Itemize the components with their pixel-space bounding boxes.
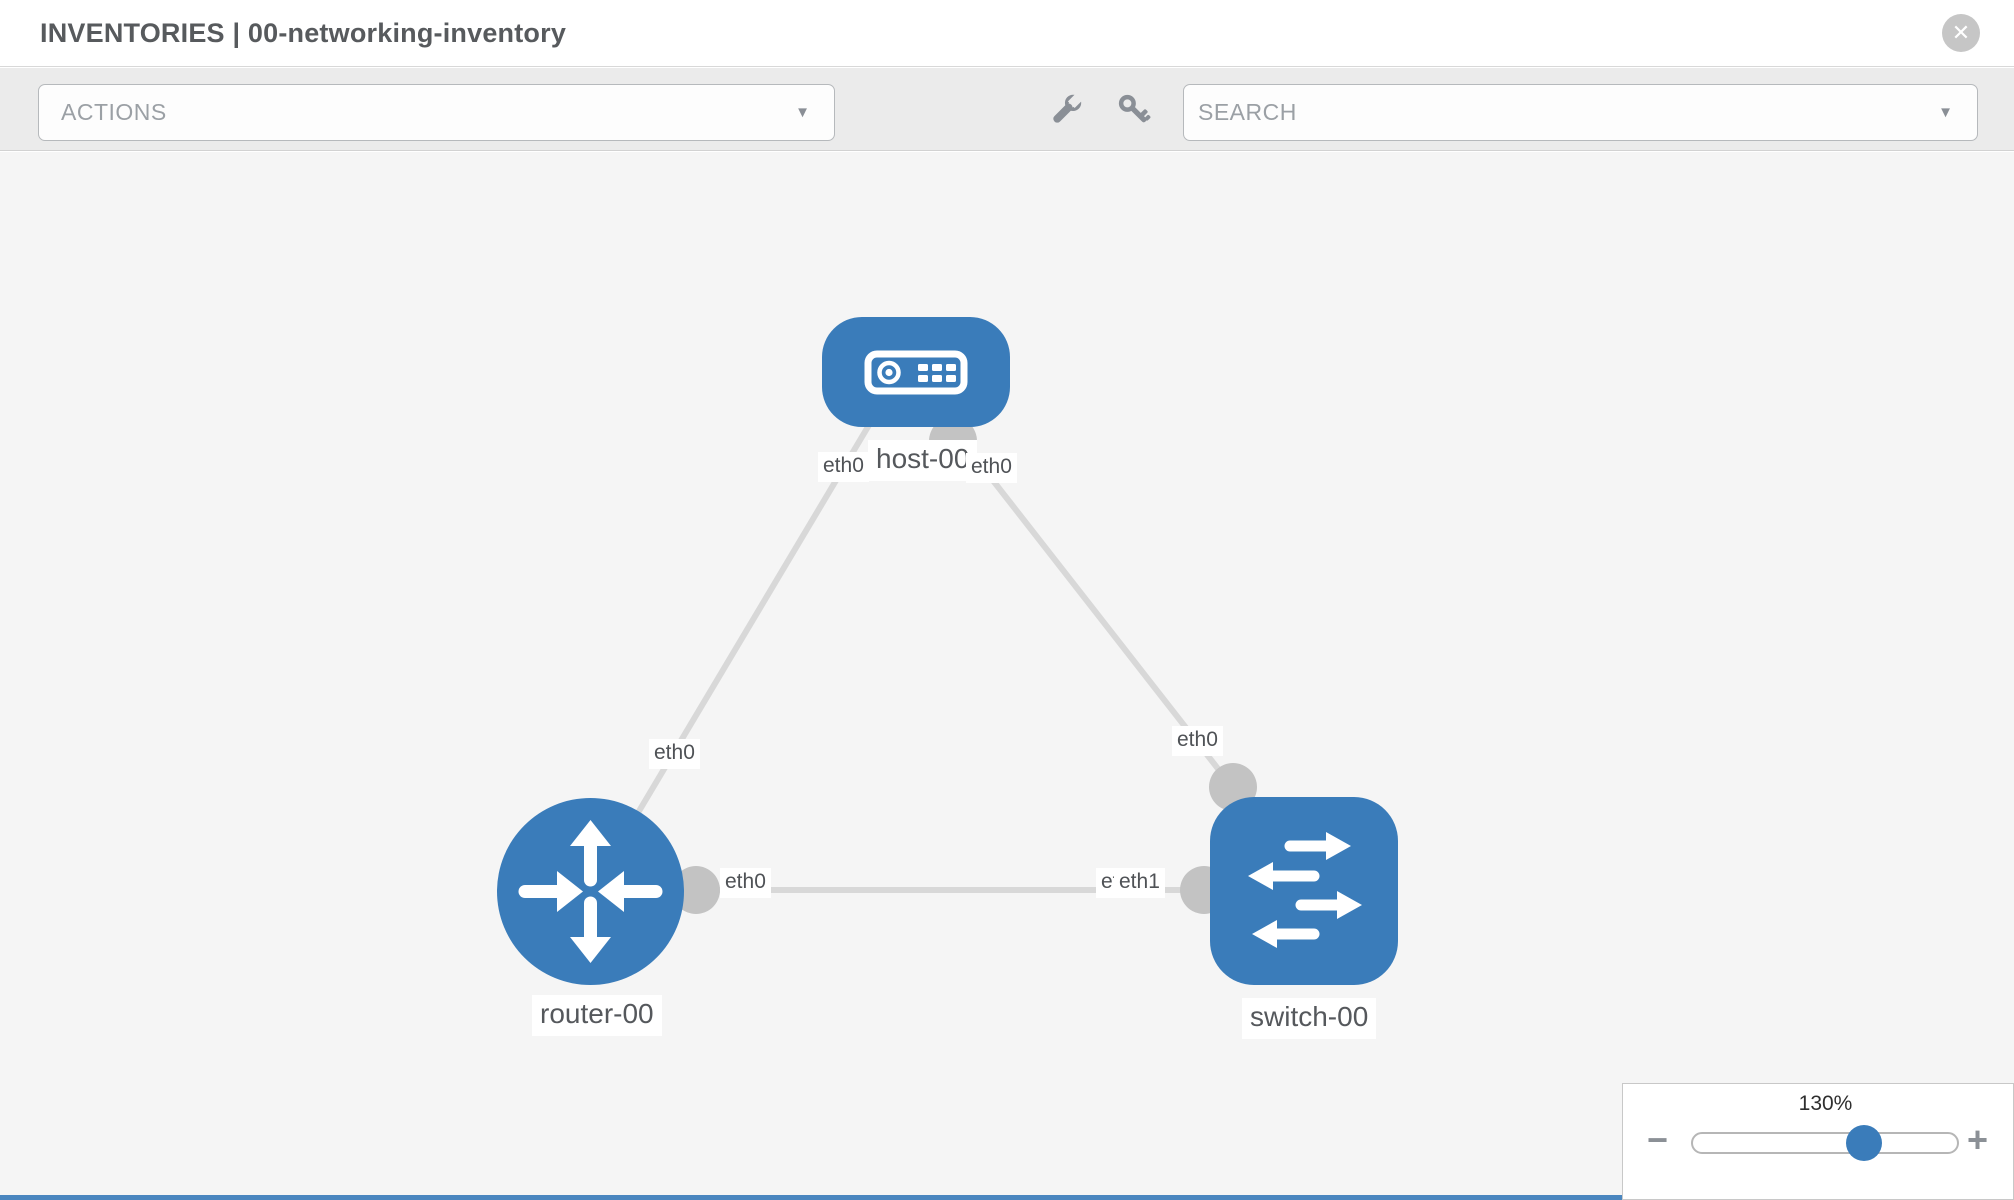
zoom-in-button[interactable]: + [1967, 1120, 1988, 1160]
bottom-blue-bar [0, 1195, 1627, 1200]
node-router-00[interactable] [497, 798, 684, 985]
header-bar: INVENTORIES | 00-networking-inventory ✕ [0, 0, 2014, 67]
minus-icon: − [1647, 1119, 1669, 1160]
page-title: INVENTORIES | 00-networking-inventory [40, 18, 567, 48]
zoom-out-button[interactable]: − [1647, 1120, 1668, 1160]
chevron-down-icon: ▼ [795, 104, 810, 121]
close-button[interactable]: ✕ [1942, 14, 1980, 52]
close-icon: ✕ [1951, 20, 1971, 45]
node-host-00[interactable] [822, 317, 1010, 427]
zoom-panel: 130% − + [1622, 1083, 2014, 1200]
search-combobox[interactable]: ▼ [1183, 84, 1978, 141]
iface-label-switch-upper: eth0 [1172, 726, 1223, 756]
zoom-level-value: 130% [1798, 1092, 1853, 1115]
node-label-router: router-00 [532, 995, 662, 1036]
toolbar: ACTIONS ▼ [0, 68, 2014, 151]
topology-canvas[interactable]: host-00 router-00 switch-00 eth0 eth0 et… [0, 152, 2014, 1200]
zoom-slider-track[interactable] [1691, 1132, 1959, 1154]
actions-dropdown[interactable]: ACTIONS ▼ [38, 84, 835, 141]
node-label-host: host-00 [868, 440, 978, 481]
plus-icon: + [1967, 1119, 1989, 1160]
search-input[interactable] [1198, 86, 1898, 139]
iface-label-host-left: eth0 [818, 452, 869, 482]
iface-label-switch-left-eth1: eth1 [1114, 868, 1165, 898]
zoom-slider-thumb[interactable] [1846, 1125, 1882, 1161]
chevron-down-icon: ▼ [1938, 104, 1953, 121]
actions-dropdown-label: ACTIONS [61, 99, 167, 125]
wrench-icon [1046, 93, 1086, 134]
connector-router-right [672, 866, 720, 914]
iface-label-router-upper: eth0 [649, 739, 700, 769]
iface-label-router-right: eth0 [720, 868, 771, 898]
node-label-switch: switch-00 [1242, 998, 1377, 1039]
key-icon [1114, 94, 1154, 134]
node-switch-00[interactable] [1210, 797, 1398, 985]
links-layer [589, 417, 1257, 914]
iface-label-host-right: eth0 [966, 453, 1017, 483]
configure-button[interactable] [1046, 90, 1086, 130]
credentials-button[interactable] [1114, 90, 1154, 130]
